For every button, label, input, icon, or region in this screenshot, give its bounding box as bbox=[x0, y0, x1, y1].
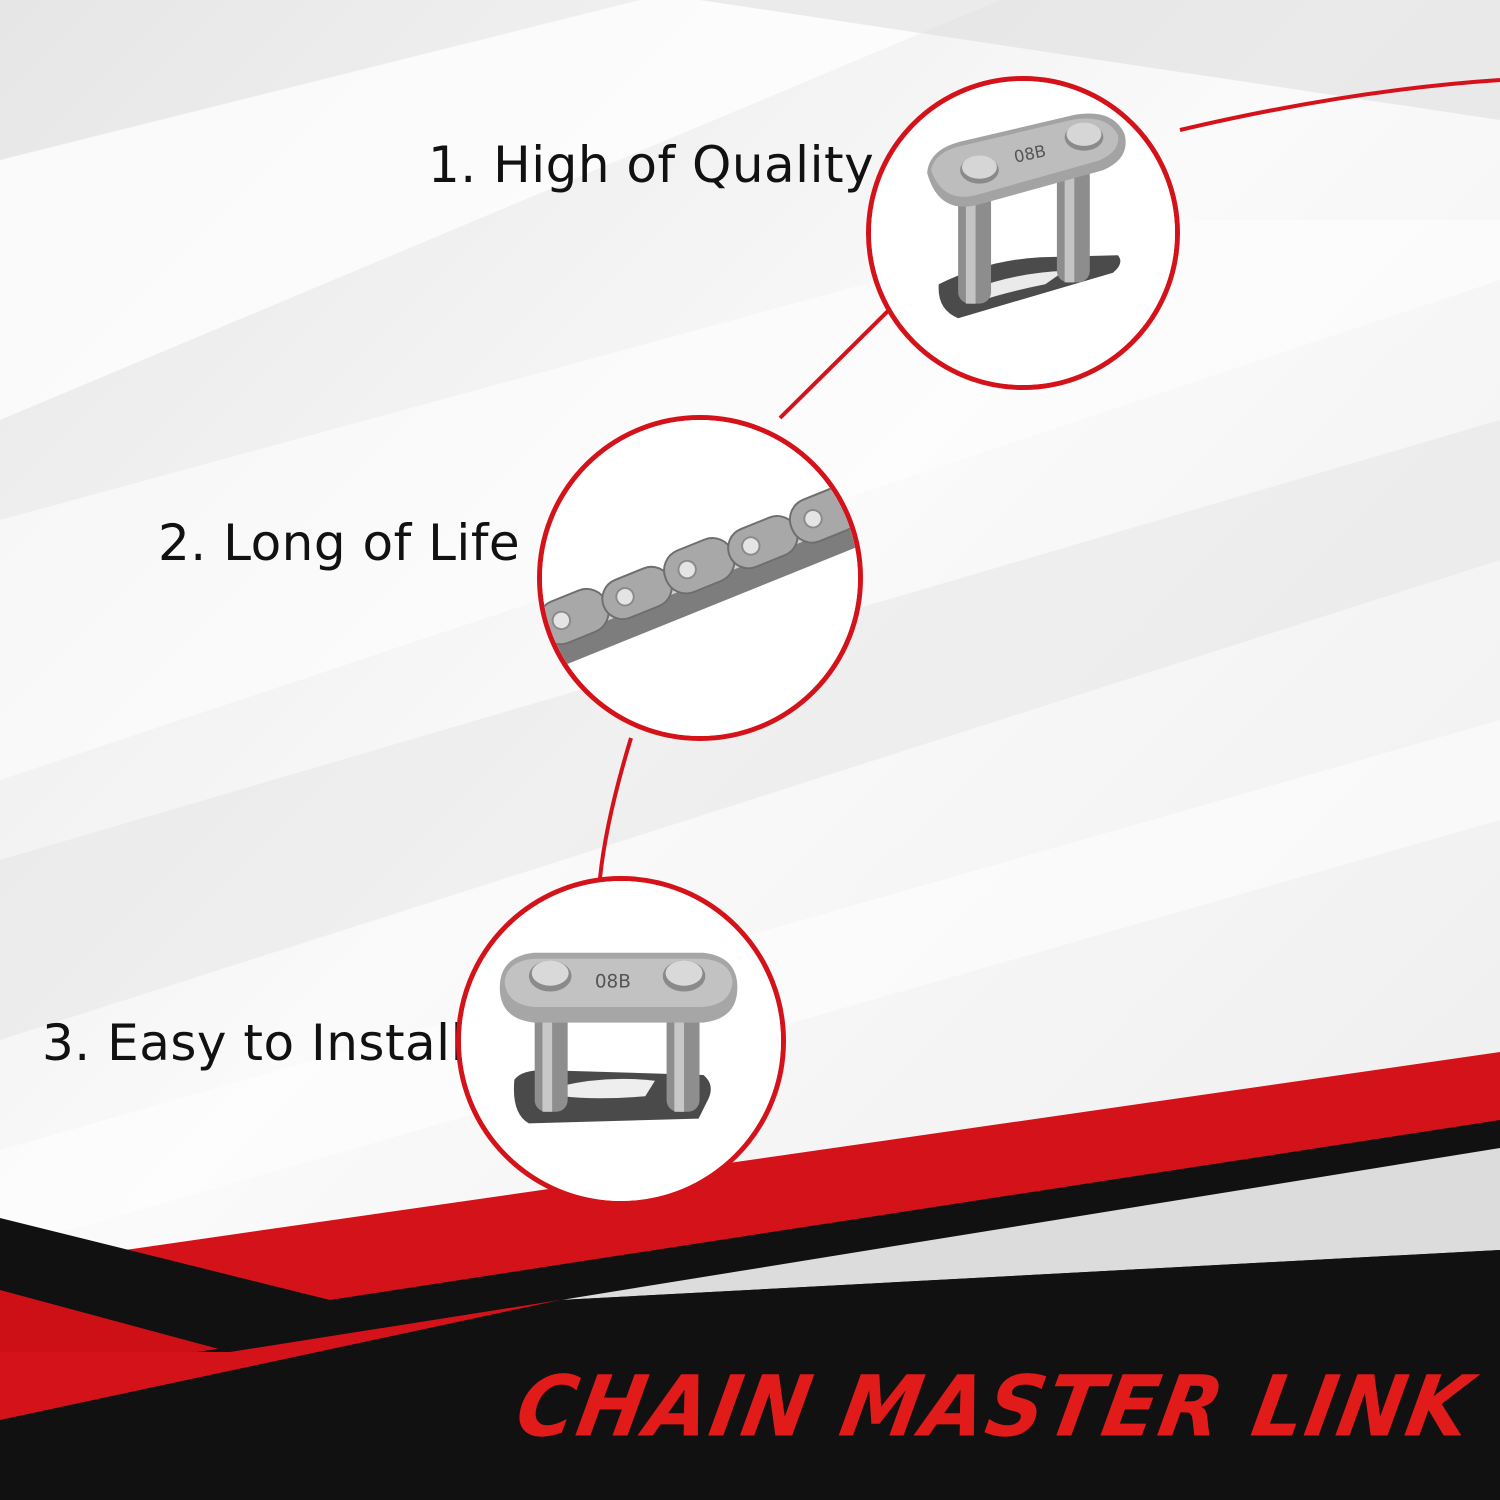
connector-line bbox=[598, 737, 633, 879]
bg-panel bbox=[700, 0, 1500, 120]
master-link-icon: 08B bbox=[871, 81, 1175, 385]
master-link-icon: 08B bbox=[461, 881, 781, 1201]
link-stamp: 08B bbox=[595, 972, 631, 993]
banner-red-wedge bbox=[0, 1300, 560, 1420]
feature-label-install: 3. Easy to Install bbox=[42, 1014, 465, 1072]
connector-line bbox=[1179, 78, 1500, 132]
feature-bubble-install: 08B bbox=[456, 876, 786, 1206]
feature-bubble-life bbox=[537, 415, 863, 741]
feature-bubble-quality: 08B bbox=[866, 76, 1180, 390]
feature-label-life: 2. Long of Life bbox=[158, 514, 521, 572]
roller-chain-icon bbox=[542, 420, 858, 736]
banner-black-base bbox=[0, 1250, 1500, 1500]
feature-label-quality: 1. High of Quality bbox=[428, 136, 875, 194]
bg-panel bbox=[0, 0, 1000, 420]
banner-red-accent bbox=[0, 1290, 230, 1352]
banner-title: CHAIN MASTER LINK bbox=[509, 1357, 1481, 1456]
